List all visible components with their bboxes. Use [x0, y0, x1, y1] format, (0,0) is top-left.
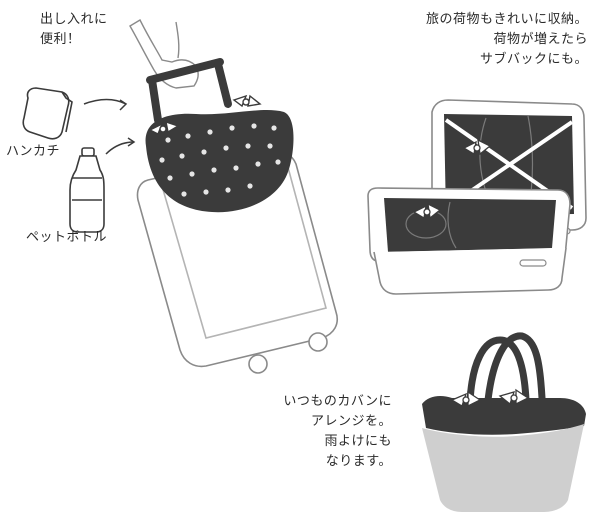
basket-scene: [422, 332, 586, 512]
bottle-drawing: [69, 147, 105, 233]
caption-top-right: 旅の荷物もきれいに収納。 荷物が増えたら サブバックにも。: [426, 10, 588, 70]
caption-line: アレンジを。: [310, 414, 392, 429]
open-suitcase-scene: [367, 99, 587, 295]
handkerchief-drawing: [22, 87, 73, 140]
basket-cover: [422, 396, 586, 435]
caption-line: 雨よけにも: [324, 434, 392, 449]
caption-line: 荷物が増えたら: [493, 32, 588, 47]
caption-line: いつものカバンに: [283, 394, 392, 409]
suitcase-base: [367, 187, 571, 295]
dotted-bag: [145, 94, 294, 213]
caption-line: 便利！: [40, 32, 81, 47]
basket-handles: [466, 332, 546, 406]
caption-line: なります。: [325, 454, 392, 469]
caption-bottom: いつものカバンに アレンジを。 雨よけにも なります。: [283, 392, 392, 472]
arrows: [83, 98, 136, 155]
label-bottle: ペットボトル: [26, 230, 108, 245]
caption-line: サブバックにも。: [479, 52, 588, 67]
suitcase-scene: [22, 19, 338, 374]
caption-top-left: 出し入れに 便利！: [40, 10, 108, 50]
suitcase-handle: [146, 58, 232, 124]
basket-body: [422, 424, 584, 512]
caption-line: 出し入れに: [40, 12, 108, 27]
label-handkerchief: ハンカチ: [6, 144, 61, 159]
caption-line: 旅の荷物もきれいに収納。: [425, 12, 588, 27]
